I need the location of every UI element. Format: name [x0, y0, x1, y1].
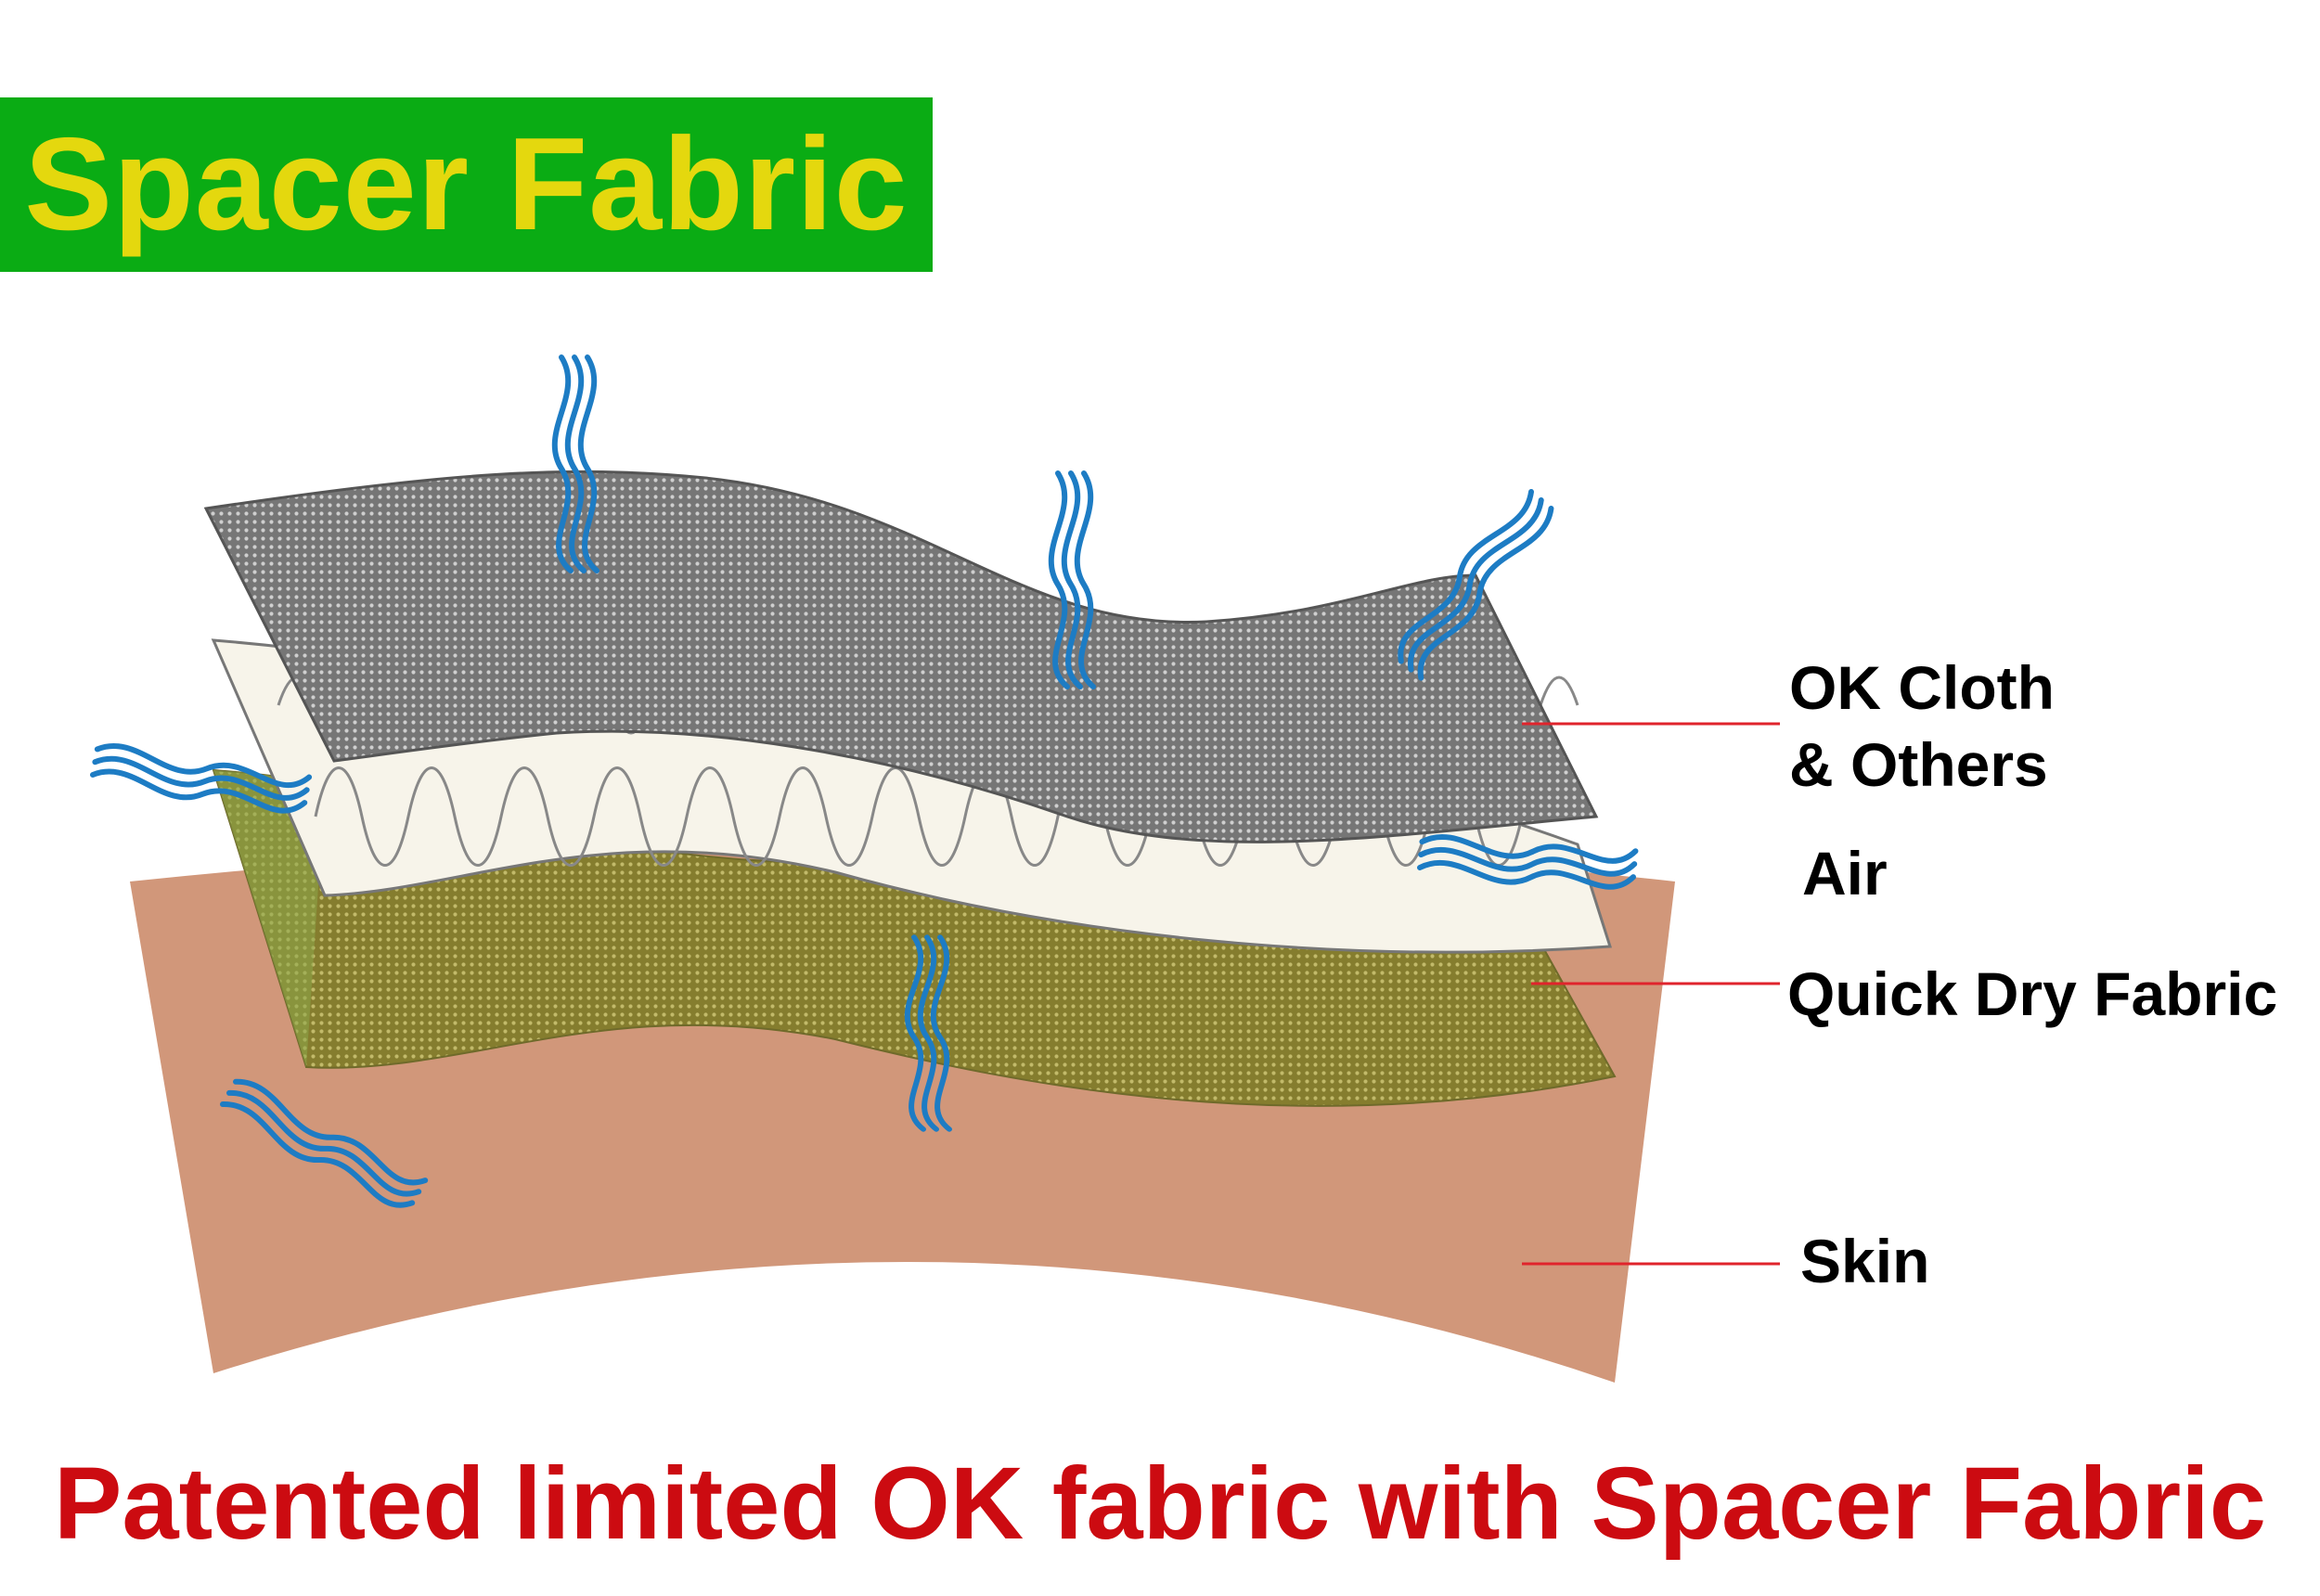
footer-caption: Patented limited OK fabric with Spacer F… [54, 1447, 2266, 1561]
leader-lines [1522, 722, 1780, 1266]
ok-cloth-layer [203, 470, 1599, 843]
page-title: Spacer Fabric [24, 110, 909, 258]
label-ok-cloth-line2: & Others [1789, 729, 2048, 799]
title-banner: Spacer Fabric [0, 97, 933, 272]
label-ok-cloth: OK Cloth & Others [1789, 650, 2055, 803]
label-skin: Skin [1800, 1227, 1930, 1295]
label-quick-dry-fabric: Quick Dry Fabric [1787, 959, 2278, 1028]
label-ok-cloth-line1: OK Cloth [1789, 653, 2055, 722]
label-air: Air [1802, 839, 1888, 907]
